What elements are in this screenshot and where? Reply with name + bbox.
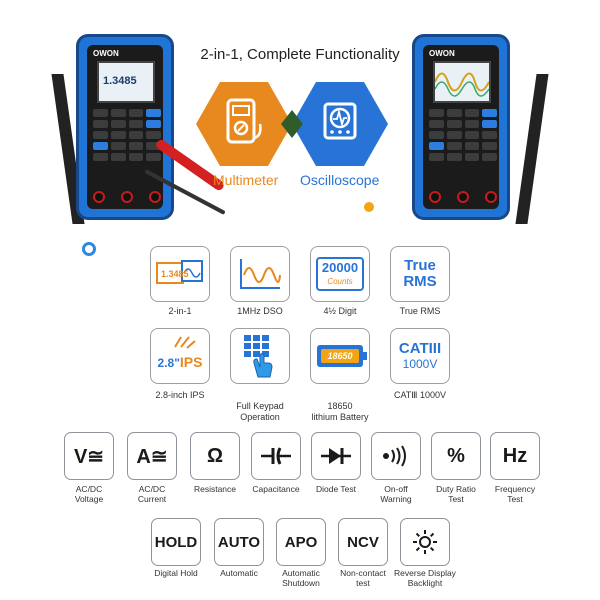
feature-cat-tile: CATIII 1000V — [390, 328, 450, 384]
feature-digit-tile: 20000 Counts — [310, 246, 370, 302]
feature-caption: True RMS — [399, 306, 441, 316]
ips-screen-icon: 2.8"IPS — [157, 354, 203, 370]
device-screen-reading: 1.3485 — [103, 75, 137, 87]
feature-keypad-tile — [230, 328, 290, 384]
feature-caption: CATⅢ 1000V — [393, 390, 447, 400]
function-caption: AC/DC Current — [137, 484, 167, 504]
device-screen-waveform — [433, 61, 491, 103]
feature-battery-tile: 18650 — [310, 328, 370, 384]
headline: 2-in-1, Complete Functionality — [200, 46, 400, 63]
device-left-multimeter-mode: OWON 1.3485 — [51, 34, 202, 224]
multimeter-label: Multimeter — [213, 172, 279, 188]
oscilloscope-hexagon — [292, 82, 388, 166]
feature-screen-text: 1.3485 — [161, 269, 189, 279]
function-continuity-tile — [371, 432, 421, 480]
function-caption: Digital Hold — [154, 568, 198, 578]
device-body: OWON — [412, 34, 510, 220]
device-stand — [515, 74, 549, 224]
function-caption: Capacitance — [252, 484, 300, 494]
multimeter-hexagon — [196, 82, 292, 166]
counts-number: 20000 — [321, 260, 359, 275]
hexagon-overlap — [281, 110, 303, 138]
function-caption: Non-contact test — [340, 568, 386, 588]
function-caption: Reverse Display Backlight — [394, 568, 456, 588]
battery-label: 18650 — [321, 349, 359, 363]
percent-icon: % — [447, 444, 465, 467]
backlight-sun-icon — [413, 530, 437, 554]
feature-caption: Full Keypad Operation — [236, 401, 284, 422]
continuity-buzzer-icon — [383, 445, 406, 467]
device-face: OWON — [423, 45, 499, 209]
feature-caption: 1MHz DSO — [237, 306, 283, 316]
device-face: OWON 1.3485 — [87, 45, 163, 209]
true-rms-icon: True RMS — [403, 257, 437, 290]
device-right-oscilloscope-mode: OWON — [398, 34, 549, 224]
multimeter-icon — [226, 98, 262, 144]
hertz-icon: Hz — [502, 444, 528, 467]
auto-icon: AUTO — [217, 533, 261, 551]
device-keypad — [93, 109, 161, 161]
function-duty-ratio-tile: % — [431, 432, 481, 480]
feature-dso-tile — [230, 246, 290, 302]
function-caption: Resistance — [193, 484, 237, 494]
feature-caption: 4½ Digit — [323, 306, 357, 316]
sine-wave-icon — [240, 259, 281, 289]
ips-rays-icon — [173, 335, 197, 354]
device-body: OWON 1.3485 — [76, 34, 174, 220]
function-current-tile: A≅ — [127, 432, 177, 480]
function-caption: Duty Ratio Test — [436, 484, 476, 504]
counts-badge-icon: 20000 Counts — [316, 257, 364, 291]
current-icon: A≅ — [136, 445, 168, 468]
device-input-jacks — [429, 191, 497, 203]
feature-true-rms-tile: True RMS — [390, 246, 450, 302]
function-caption: On-off Warning — [380, 484, 412, 504]
waveform-icon — [434, 72, 490, 97]
ohm-icon: Ω — [206, 444, 224, 467]
feature-caption: 18650 lithium Battery — [311, 401, 369, 422]
feature-caption: 2.8-inch IPS — [155, 390, 205, 400]
feature-2in1-tile: 1.3485 — [150, 246, 210, 302]
oscilloscope-icon — [323, 102, 357, 140]
function-caption: AC/DC Voltage — [74, 484, 104, 504]
function-resistance-tile: Ω — [190, 432, 240, 480]
function-frequency-tile: Hz — [490, 432, 540, 480]
hold-icon: HOLD — [154, 533, 198, 551]
diode-icon — [321, 448, 351, 464]
keypad-hand-icon — [244, 335, 273, 378]
device-logo: OWON — [429, 49, 455, 58]
feature-caption: 2-in-1 — [168, 306, 192, 316]
function-voltage-tile: V≅ — [64, 432, 114, 480]
cat-rating-icon: CATIII 1000V — [398, 340, 442, 372]
device-keypad — [429, 109, 497, 161]
function-auto-tile: AUTO — [214, 518, 264, 566]
decorative-ring — [82, 242, 96, 256]
device-screen: 1.3485 — [97, 61, 155, 103]
device-logo: OWON — [93, 49, 119, 58]
function-ncv-tile: NCV — [338, 518, 388, 566]
function-caption: Automatic Shutdown — [282, 568, 320, 588]
feature-ips-tile: 2.8"IPS — [150, 328, 210, 384]
function-hold-tile: HOLD — [151, 518, 201, 566]
decorative-dot — [364, 202, 374, 212]
voltage-icon: V≅ — [73, 445, 105, 468]
function-caption: Automatic — [220, 568, 258, 578]
oscilloscope-label: Oscilloscope — [300, 172, 380, 188]
function-apo-tile: APO — [276, 518, 326, 566]
battery-icon: 18650 — [317, 345, 367, 367]
function-capacitance-tile — [251, 432, 301, 480]
function-backlight-tile — [400, 518, 450, 566]
counts-label: Counts — [327, 277, 353, 286]
multimeter-scope-display-icon — [156, 260, 203, 284]
function-diode-tile — [311, 432, 361, 480]
function-caption: Frequency Test — [494, 484, 536, 504]
function-caption: Diode Test — [315, 484, 356, 494]
ncv-icon: NCV — [347, 533, 379, 551]
capacitor-icon — [261, 447, 291, 465]
device-input-jacks — [93, 191, 161, 203]
apo-icon: APO — [284, 533, 318, 551]
